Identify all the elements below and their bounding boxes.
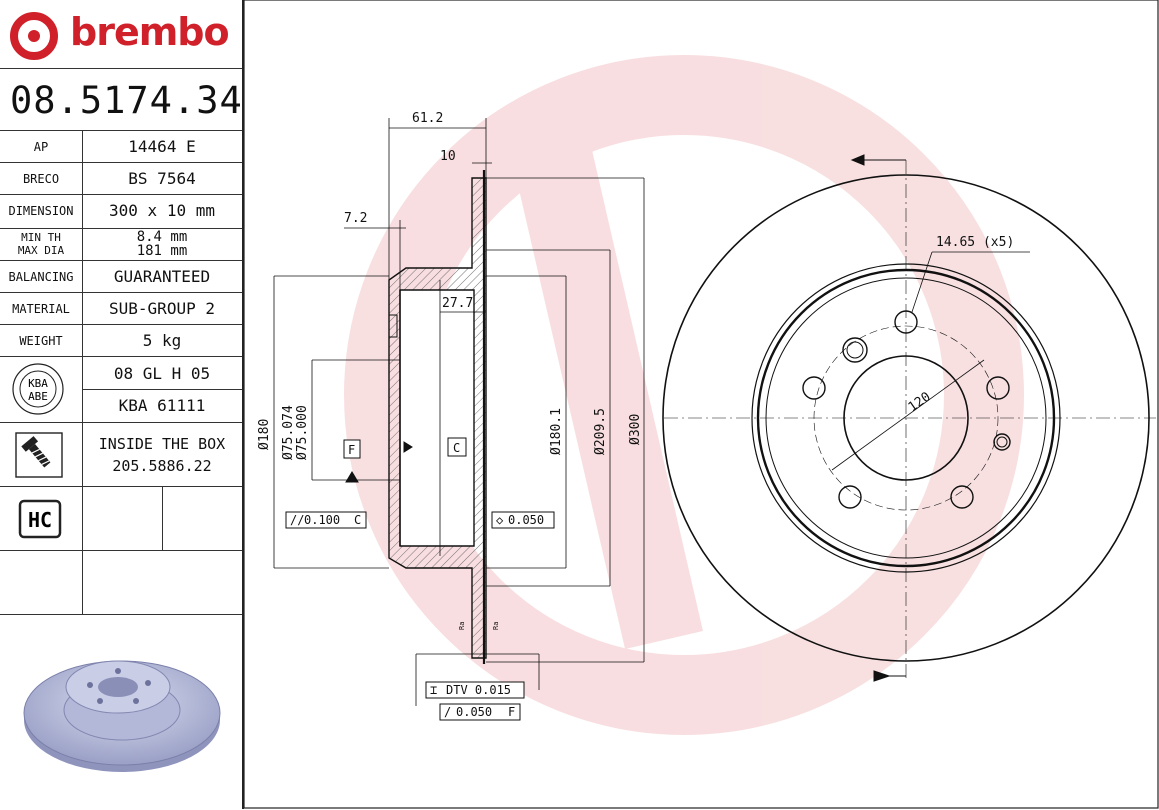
screw-icon xyxy=(15,432,63,478)
spec-label: MATERIAL xyxy=(12,302,70,316)
brembo-logo-icon xyxy=(10,12,58,60)
spec-row: DIMENSION 300 x 10 mm xyxy=(0,194,242,229)
spec-row: BRECO BS 7564 xyxy=(0,162,242,195)
dim-dia-180: Ø180 xyxy=(257,419,272,450)
spec-row: WEIGHT 5 kg xyxy=(0,324,242,357)
svg-text:◇: ◇ xyxy=(496,513,504,527)
tol-runout-ref: F xyxy=(508,705,515,719)
empty-row xyxy=(0,550,242,615)
dim-thickness: 10 xyxy=(440,149,456,164)
disc-preview-row xyxy=(0,614,242,809)
kba-seal-icon: KBA ABE xyxy=(12,363,64,415)
spec-label: WEIGHT xyxy=(19,334,63,348)
spec-value: 8.4 mm 181 mm xyxy=(136,229,188,259)
datum-f: F xyxy=(348,443,355,457)
kba-badge-bottom: ABE xyxy=(28,390,48,403)
spec-value: GUARANTEED xyxy=(113,267,211,286)
dim-pcd: 120 xyxy=(906,390,934,416)
spec-value: BS 7564 xyxy=(128,169,196,188)
tol-parallelism-ref: C xyxy=(354,513,361,527)
technical-drawing: 61.2 10 7.2 27.7 Ø180 Ø75.074 Ø75.000 Ø1… xyxy=(244,0,1159,809)
spec-value: 300 x 10 mm xyxy=(109,201,215,220)
spec-value: 5 kg xyxy=(142,331,182,350)
partno-row: 08.5174.34 xyxy=(0,68,242,130)
part-number: 08.5174.34 xyxy=(10,79,243,122)
spec-label: BALANCING xyxy=(8,270,74,284)
spec-label: DIMENSION xyxy=(8,204,74,218)
spec-value: 14464 E xyxy=(128,137,196,156)
front-view xyxy=(662,160,1156,680)
dim-dia-75-074: Ø75.074 xyxy=(281,405,296,460)
kba-line1: 08 GL H 05 xyxy=(113,364,211,383)
dim-dia-209-5: Ø209.5 xyxy=(593,408,608,455)
svg-text://: // xyxy=(290,513,304,527)
drawing-border xyxy=(244,0,1159,809)
inside-box-line2: 205.5886.22 xyxy=(112,457,212,475)
spec-label: BRECO xyxy=(22,172,60,186)
surface-left: Ra xyxy=(458,622,466,630)
kba-row: KBA ABE 08 GL H 05 KBA 61111 xyxy=(0,356,242,423)
tol-dtv: DTV 0.015 xyxy=(446,683,511,697)
brand-logo: brembo xyxy=(8,8,238,60)
hc-text: HC xyxy=(28,508,52,532)
spec-row: MATERIAL SUB-GROUP 2 xyxy=(0,292,242,325)
datum-c: C xyxy=(453,441,460,455)
hc-row: HC xyxy=(0,486,242,551)
kba-badge-top: KBA xyxy=(28,377,48,390)
spec-row: AP 14464 E xyxy=(0,130,242,163)
surface-right: Ra xyxy=(492,622,500,630)
dim-hat-depth: 27.7 xyxy=(442,296,473,311)
spec-label: AP xyxy=(33,140,49,154)
inside-box-row: INSIDE THE BOX 205.5886.22 xyxy=(0,422,242,487)
dim-hat-offset: 7.2 xyxy=(344,211,367,226)
kba-line2: KBA 61111 xyxy=(118,396,206,415)
dim-bolt-holes: 14.65 (x5) xyxy=(936,235,1014,250)
tol-parallelism: 0.100 xyxy=(304,513,340,527)
spec-value: SUB-GROUP 2 xyxy=(109,299,215,318)
inside-box-line1: INSIDE THE BOX xyxy=(98,435,226,453)
brand-name: brembo xyxy=(70,10,230,54)
dim-overall-width: 61.2 xyxy=(412,111,443,126)
spec-row: BALANCING GUARANTEED xyxy=(0,260,242,293)
dim-dia-75-000: Ø75.000 xyxy=(295,405,310,460)
tol-runout: 0.050 xyxy=(456,705,492,719)
disc-3d-preview xyxy=(23,660,221,772)
dim-dia-300: Ø300 xyxy=(628,414,643,445)
svg-text:⌶: ⌶ xyxy=(430,683,437,697)
section-view xyxy=(388,170,487,664)
tol-flatness: 0.050 xyxy=(508,513,544,527)
svg-text:/: / xyxy=(444,705,451,719)
hc-badge-icon: HC xyxy=(18,499,62,539)
spec-row: MIN TH MAX DIA 8.4 mm 181 mm xyxy=(0,228,242,261)
dim-dia-180-1: Ø180.1 xyxy=(549,408,564,455)
spec-label: MIN TH MAX DIA xyxy=(17,231,65,257)
